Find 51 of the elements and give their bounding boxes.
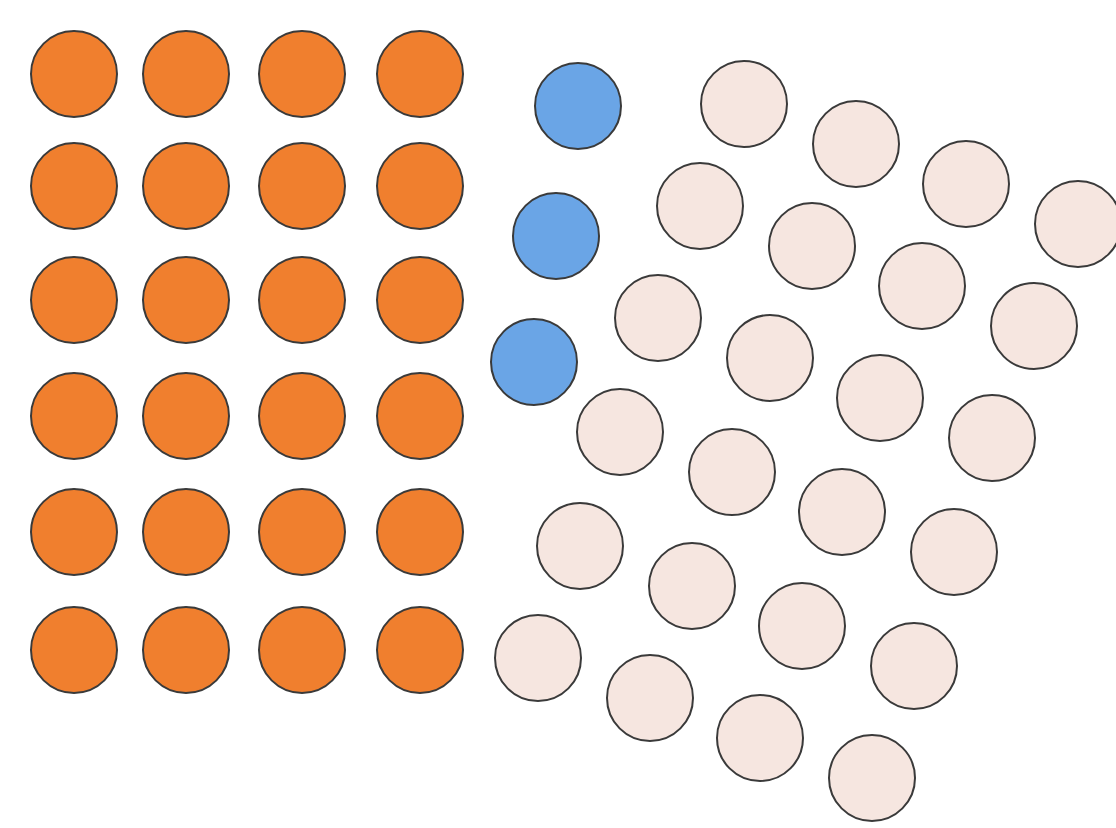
circle [647, 542, 735, 630]
circle [258, 142, 346, 230]
circle [142, 256, 230, 344]
circle [30, 142, 118, 230]
circle [878, 242, 966, 330]
circle [725, 314, 813, 402]
circle [142, 488, 230, 576]
circle [798, 468, 886, 556]
circle [142, 372, 230, 460]
circle [576, 388, 664, 476]
circle [811, 100, 899, 188]
circle [30, 606, 118, 694]
circle [687, 428, 775, 516]
circle [836, 354, 924, 442]
circle [767, 202, 855, 290]
circle [827, 734, 915, 822]
circle [142, 142, 230, 230]
circle [922, 140, 1010, 228]
circle [716, 694, 804, 782]
circle [1033, 180, 1116, 268]
circle [30, 488, 118, 576]
circle [258, 256, 346, 344]
circle [376, 372, 464, 460]
circle [700, 60, 788, 148]
circle [656, 162, 744, 250]
circle [258, 606, 346, 694]
circle [494, 614, 582, 702]
circle [376, 142, 464, 230]
circle [376, 30, 464, 118]
circle [376, 606, 464, 694]
circle [947, 394, 1035, 482]
circle [376, 488, 464, 576]
circle [536, 502, 624, 590]
circle [869, 622, 957, 710]
circle [142, 606, 230, 694]
circle [614, 274, 702, 362]
circle [534, 62, 622, 150]
circle [258, 30, 346, 118]
circle [30, 372, 118, 460]
circle [758, 582, 846, 670]
circle [142, 30, 230, 118]
circle [258, 488, 346, 576]
circle [605, 654, 693, 742]
circle [989, 282, 1077, 370]
circle [490, 318, 578, 406]
circle [30, 30, 118, 118]
circle [30, 256, 118, 344]
circle [512, 192, 600, 280]
circle [909, 508, 997, 596]
circle [376, 256, 464, 344]
circle [258, 372, 346, 460]
